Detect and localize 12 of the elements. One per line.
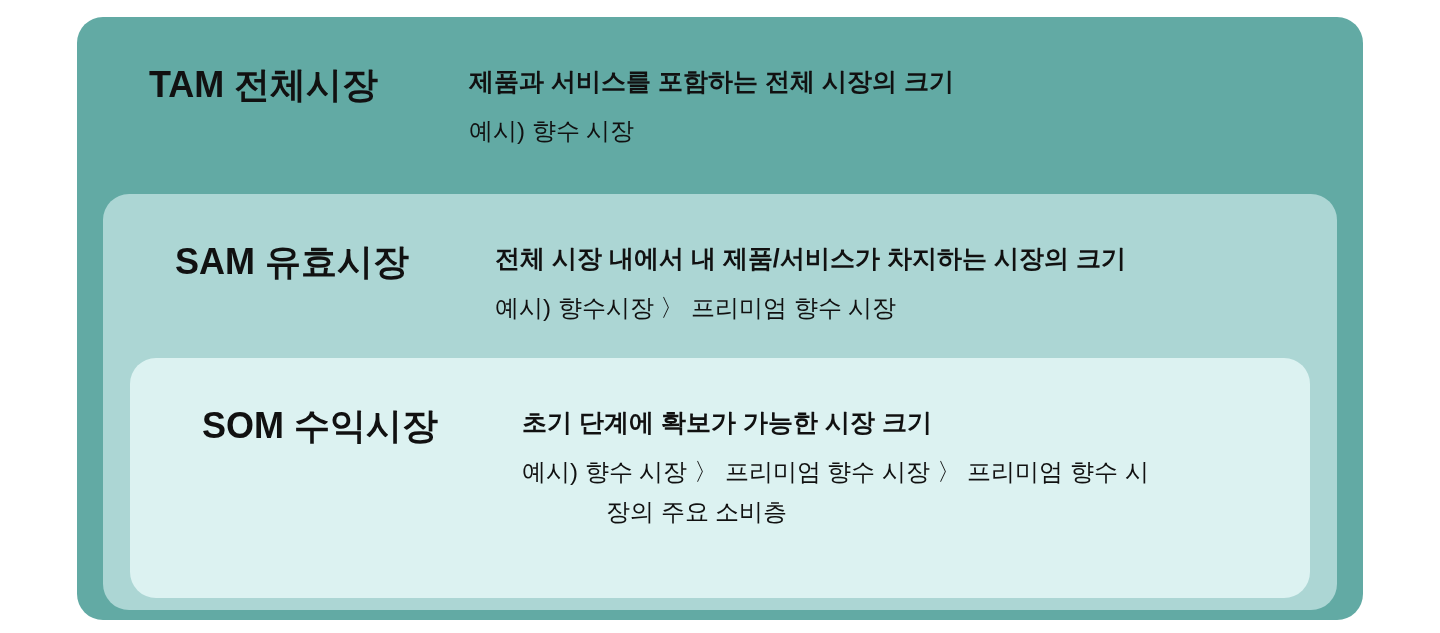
example-text: 예시) 향수 시장 〉 프리미엄 향수 시장 〉 프리미엄 향수 시장의 주요 소비층	[522, 457, 1150, 527]
description: 초기 단계에 확보가 가능한 시장 크기	[522, 407, 932, 438]
heading: TAM 전체시장	[149, 63, 379, 107]
inner-market-panel	[130, 358, 1310, 598]
outer-market-panel	[77, 17, 1363, 620]
heading: SAM 유효시장	[175, 240, 409, 284]
example-text: 예시) 향수 시장	[469, 116, 635, 146]
middle-market-panel	[103, 194, 1337, 610]
description: 제품과 서비스를 포함하는 전체 시장의 크기	[469, 66, 954, 97]
description: 전체 시장 내에서 내 제품/서비스가 차지하는 시장의 크기	[495, 243, 1126, 274]
heading: SOM 수익시장	[202, 404, 438, 448]
example-text: 예시) 향수시장 〉 프리미엄 향수 시장	[495, 293, 897, 323]
